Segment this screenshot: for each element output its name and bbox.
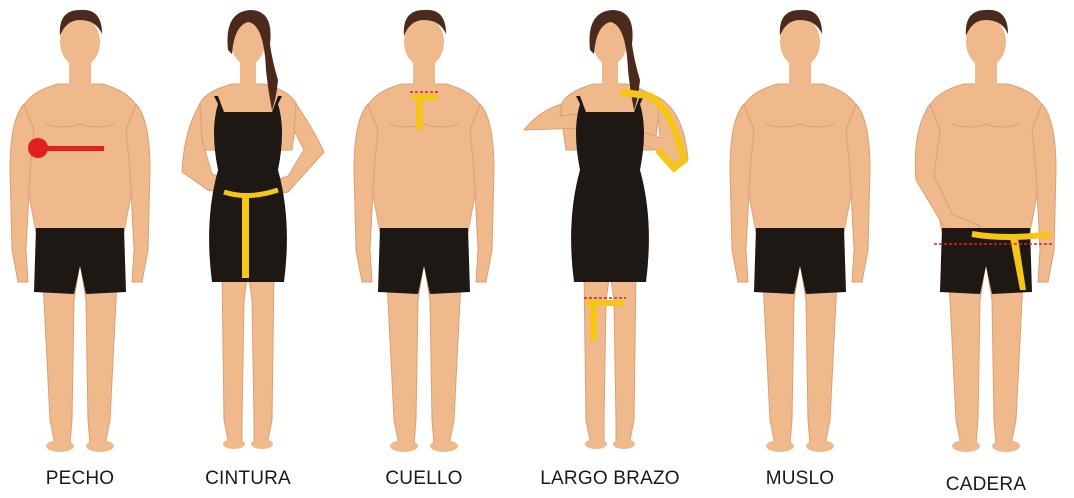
knee-tape-end <box>590 302 597 340</box>
neck-tape-end <box>416 96 423 130</box>
left-leg <box>584 270 610 442</box>
left-foot <box>585 439 607 449</box>
left-foot <box>223 439 245 449</box>
neck-tape <box>412 94 438 100</box>
label-muslo: MUSLO <box>766 468 835 490</box>
figure-largo-brazo <box>510 0 710 460</box>
right-leg <box>610 270 636 442</box>
right-foot <box>251 439 273 449</box>
chest-marker-dot <box>28 138 48 158</box>
label-cadera: CADERA <box>946 474 1026 496</box>
right-foot <box>806 440 834 452</box>
label-largo-brazo: LARGO BRAZO <box>540 468 679 490</box>
shorts <box>754 228 846 294</box>
torso <box>22 84 138 232</box>
left-leg <box>222 270 248 442</box>
dress <box>571 96 649 282</box>
torso <box>742 84 858 232</box>
label-pecho: PECHO <box>46 468 115 490</box>
right-leg <box>248 270 274 442</box>
right-foot <box>613 439 635 449</box>
neck <box>602 62 618 88</box>
left-foot <box>952 440 980 452</box>
waist-tape-end <box>242 194 249 278</box>
label-cintura: CINTURA <box>205 468 291 490</box>
left-foot <box>766 440 794 452</box>
figure-cuello <box>324 0 524 460</box>
figure-cintura <box>148 0 348 460</box>
neck <box>240 62 256 88</box>
left-foot <box>46 440 74 452</box>
figure-cadera <box>886 0 1074 460</box>
label-cuello: CUELLO <box>385 468 462 490</box>
figure-muslo <box>700 0 900 460</box>
torso <box>366 84 482 232</box>
right-foot <box>86 440 114 452</box>
shorts <box>34 228 126 294</box>
shorts <box>378 228 470 294</box>
right-foot <box>430 440 458 452</box>
left-foot <box>390 440 418 452</box>
right-foot <box>992 440 1020 452</box>
hip-tape <box>972 234 1052 237</box>
